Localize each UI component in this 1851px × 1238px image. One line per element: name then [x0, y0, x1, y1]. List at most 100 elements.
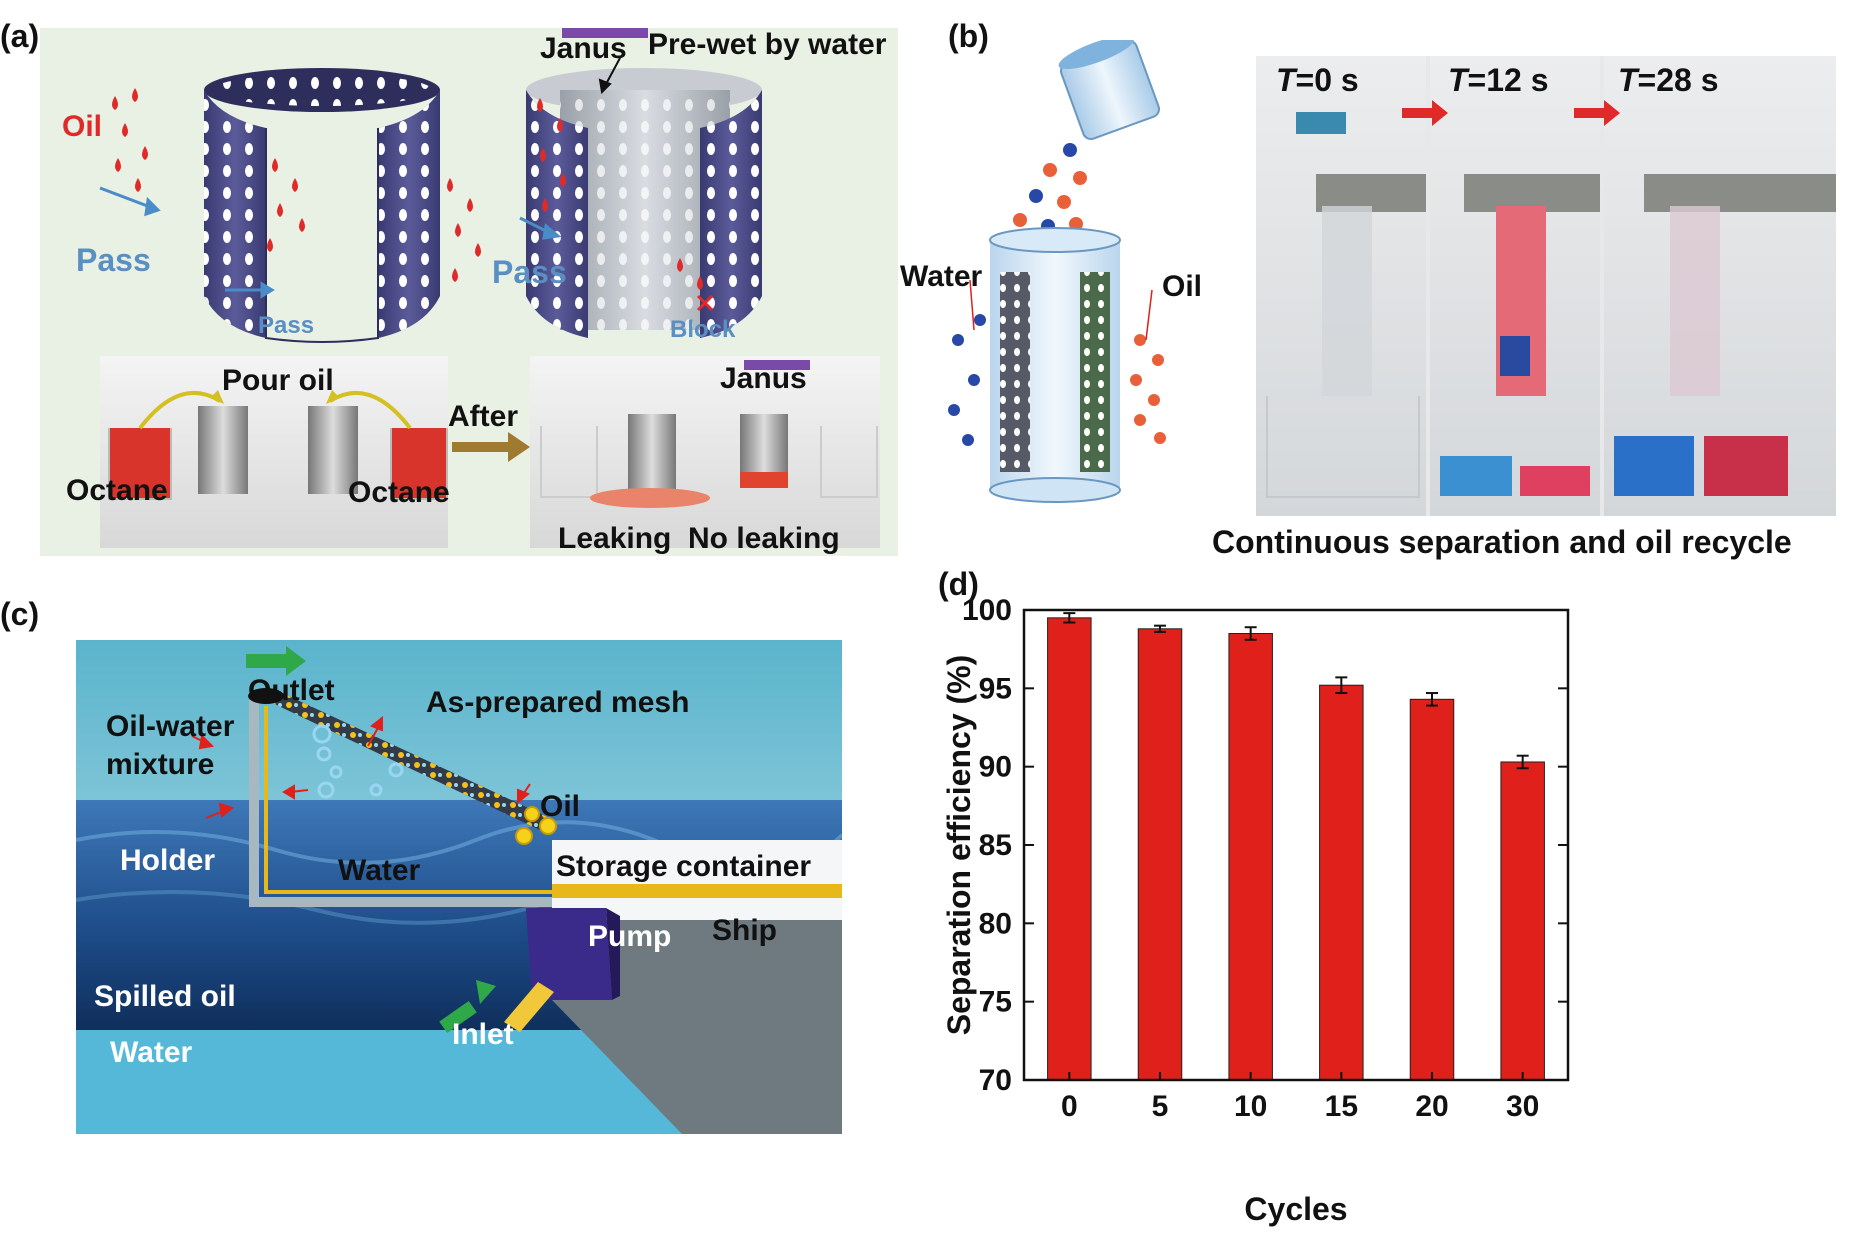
- label-a-octane-right: Octane: [348, 476, 450, 509]
- x-tick-label: 30: [1506, 1090, 1539, 1123]
- label-b-t0: T=0 s: [1276, 64, 1359, 96]
- photo-frame-3: [1604, 56, 1836, 516]
- inlet-flow-arrow: [439, 980, 496, 1034]
- label-a-no-leaking: No leaking: [688, 522, 840, 555]
- frame3-tube: [1670, 206, 1720, 396]
- photo-sequence: [1256, 56, 1836, 516]
- label-a-block: Block: [670, 316, 736, 343]
- block-x-icon: [696, 294, 714, 312]
- frame3-beaker-blue: [1614, 436, 1694, 496]
- frame2-beaker-red: [1520, 466, 1590, 496]
- chart-ylabel: Separation efficiency (%): [941, 655, 977, 1036]
- storage-oil-band: [552, 884, 842, 898]
- photo-frame-1: [1256, 56, 1426, 516]
- holder-pipe: [264, 706, 552, 894]
- x-tick-label: 15: [1325, 1090, 1358, 1123]
- holder-frame: [249, 700, 552, 907]
- oil-drops-right: [1130, 334, 1166, 444]
- frame1-tube: [1322, 206, 1372, 396]
- frame3-beaker-red: [1704, 436, 1788, 496]
- label-c-mesh: As-prepared mesh: [426, 686, 690, 719]
- frame2-clamp: [1464, 174, 1600, 212]
- mesh-tube-right: [308, 406, 358, 494]
- inlet-pipe: [504, 982, 554, 1032]
- falling-drops: [1013, 143, 1087, 233]
- label-c-ship: Ship: [712, 914, 777, 947]
- bar-cycle-0: [1047, 617, 1092, 1081]
- errorbar-cycle-20: [1426, 692, 1438, 707]
- label-c-oil: Oil: [540, 790, 581, 823]
- storage-container: [552, 840, 842, 920]
- left-mesh-cylinder: [204, 68, 440, 343]
- right-janus-cylinder: [526, 68, 762, 338]
- label-b-t12-rest: =12 s: [1467, 62, 1549, 98]
- label-b-t12: T=12 s: [1448, 64, 1549, 96]
- label-a-octane-left: Octane: [66, 474, 168, 507]
- pump-block: [526, 908, 612, 1000]
- leaking-tube: [628, 414, 676, 494]
- label-c-outlet: Outlet: [248, 674, 335, 707]
- panel-c-scene: [76, 640, 842, 1134]
- panel-d-letter: (d): [938, 566, 979, 602]
- label-a-janus-top: Janus: [540, 32, 627, 65]
- errorbar-cycle-5: [1154, 624, 1166, 633]
- panel-a-letter: (a): [0, 18, 40, 54]
- bar-cycle-5: [1137, 628, 1183, 1081]
- y-tick-label: 90: [979, 751, 1012, 784]
- empty-beaker-right: [820, 426, 878, 498]
- label-c-water-mid: Water: [338, 854, 421, 887]
- label-c-pump: Pump: [588, 920, 672, 953]
- separation-cylinder: [989, 227, 1121, 503]
- label-c-storage: Storage container: [556, 850, 812, 883]
- label-b-water: Water: [900, 260, 983, 293]
- label-c-water-bottom: Water: [110, 1036, 193, 1069]
- label-a-prewet: Pre-wet by water: [648, 28, 887, 61]
- label-a-pour-oil: Pour oil: [222, 364, 334, 397]
- pass-arrows: [99, 186, 562, 299]
- frame1-clamp: [1316, 174, 1426, 212]
- label-c-spilled: Spilled oil: [94, 980, 236, 1013]
- photo-janus-test: [530, 356, 880, 548]
- label-a-leaking: Leaking: [558, 522, 672, 555]
- bar-cycle-10: [1228, 633, 1273, 1081]
- y-tick-label: 80: [979, 907, 1012, 940]
- b-label-arrows: [969, 279, 1153, 341]
- label-b-oil: Oil: [1162, 270, 1203, 303]
- label-c-mixture-1: Oil-water: [106, 710, 235, 743]
- label-a-pass-right: Pass: [492, 254, 567, 290]
- label-a-pass-inner: Pass: [258, 312, 315, 339]
- panel-c: (c): [0, 580, 900, 1238]
- label-a-oil: Oil: [62, 110, 103, 143]
- errorbar-cycle-10: [1244, 626, 1257, 641]
- label-b-t0-var: T: [1276, 62, 1296, 98]
- label-b-t28: T=28 s: [1618, 64, 1719, 96]
- y-tick-label: 100: [962, 594, 1012, 627]
- x-tick-label: 5: [1152, 1090, 1169, 1123]
- errorbar-cycle-0: [1063, 612, 1076, 624]
- frame1-beaker: [1266, 396, 1420, 498]
- label-c-inlet: Inlet: [452, 1018, 514, 1051]
- pour-arrows: [138, 390, 412, 430]
- panel-a-schematic: [99, 28, 762, 343]
- oil-droplets: [112, 88, 703, 290]
- janus-photo-tag: [744, 360, 810, 370]
- y-tick-label: 70: [979, 1064, 1012, 1097]
- chart-xlabel: Cycles: [1244, 1191, 1347, 1227]
- label-a-janus-photo: Janus: [720, 362, 807, 395]
- chart-bars-group: [1047, 617, 1545, 1081]
- after-arrow: [452, 432, 530, 462]
- panel-b-letter: (b): [948, 18, 989, 54]
- panel-a: (a): [0, 0, 900, 560]
- bar-cycle-20: [1409, 698, 1455, 1081]
- beaker-octane-right: [390, 428, 448, 500]
- janus-tag-top: [562, 28, 648, 38]
- label-c-holder: Holder: [120, 844, 216, 877]
- y-tick-label: 75: [979, 986, 1012, 1019]
- panel-c-letter: (c): [0, 596, 40, 632]
- leaking-dish: [590, 488, 710, 508]
- plot-frame: [1022, 608, 1570, 1082]
- photo-pour-oil: [100, 356, 448, 548]
- label-a-after: After: [448, 400, 519, 433]
- label-b-t0-rest: =0 s: [1295, 62, 1359, 98]
